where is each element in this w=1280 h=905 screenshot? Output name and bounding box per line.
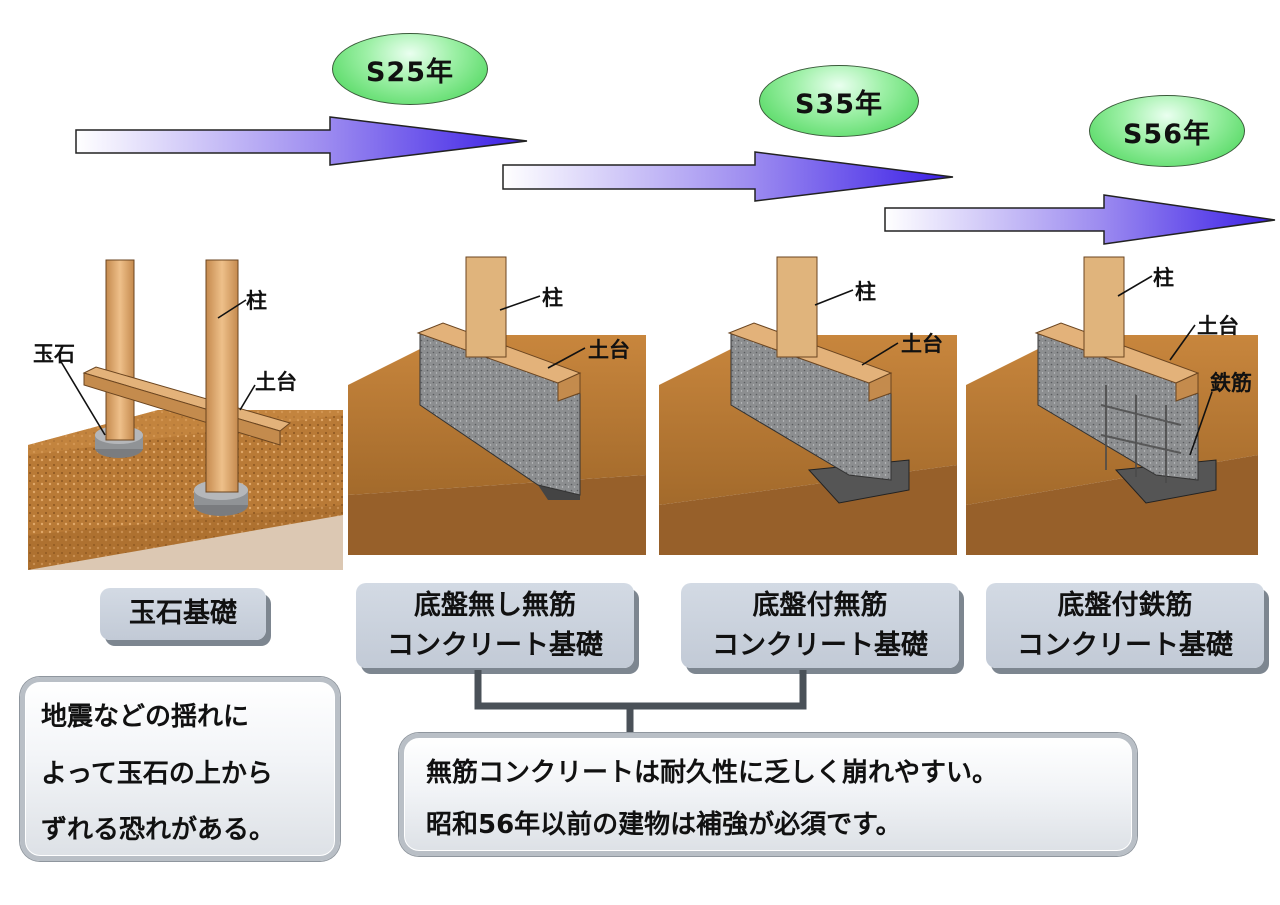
foundation-label-no-footing: 底盤無し無筋 コンクリート基礎 [356,583,634,668]
era-s56: S56年 [1089,95,1245,167]
arrow-3 [884,194,1276,245]
note-line: 無筋コンクリートは耐久性に乏しく崩れやすい。 [426,758,999,788]
era-s35: S35年 [759,65,919,137]
illustration-reinforced-with-footing [966,256,1258,555]
note-line: よって玉石の上から [41,759,273,789]
timeline-arrows [75,116,1276,245]
note-stone-warning: 地震などの揺れに よって玉石の上から ずれる恐れがある。 [20,677,340,861]
foundation-label-stone: 玉石基礎 [100,588,266,640]
note-line: ずれる恐れがある。 [41,815,276,845]
foundation-label-line: 底盤付無筋 [752,589,888,621]
label-column-1: 柱 [246,289,267,313]
note-line: 地震などの揺れに [41,702,250,732]
foundation-label-line: 玉石基礎 [129,598,237,629]
foundation-label-line: 底盤無し無筋 [414,589,576,621]
note-line: 昭和56年以前の建物は補強が必須です。 [426,810,902,840]
arrow-2 [502,151,954,202]
label-stone: 玉石 [33,342,75,366]
illustration-stone-foundation [28,259,343,570]
column [776,256,818,358]
column [1083,256,1125,358]
illustration-unreinforced-no-footing [348,256,646,555]
label-sill-3: 土台 [901,332,943,356]
foundation-label-line: コンクリート基礎 [387,629,603,661]
arrow-1 [75,116,528,166]
label-column-2: 柱 [542,286,563,310]
label-rebar: 鉄筋 [1210,371,1252,395]
label-column-3: 柱 [855,280,876,304]
illustration-unreinforced-with-footing [659,256,957,555]
rebar-grid [1100,385,1182,483]
foundation-label-unreinforced: 底盤付無筋 コンクリート基礎 [681,583,959,668]
label-sill-1: 土台 [255,370,297,394]
foundation-label-line: コンクリート基礎 [712,629,928,661]
column-back [105,259,135,441]
column [465,256,507,358]
note-unreinforced-warning: 無筋コンクリートは耐久性に乏しく崩れやすい。 昭和56年以前の建物は補強が必須で… [399,733,1137,856]
foundation-label-reinforced: 底盤付鉄筋 コンクリート基礎 [986,583,1264,668]
foundation-label-line: コンクリート基礎 [1017,629,1233,661]
foundation-label-line: 底盤付鉄筋 [1057,589,1193,621]
label-sill-2: 土台 [588,338,630,362]
label-column-4: 柱 [1153,266,1174,290]
column-front [205,259,239,493]
era-s25: S25年 [332,33,488,105]
label-sill-4: 土台 [1197,314,1239,338]
